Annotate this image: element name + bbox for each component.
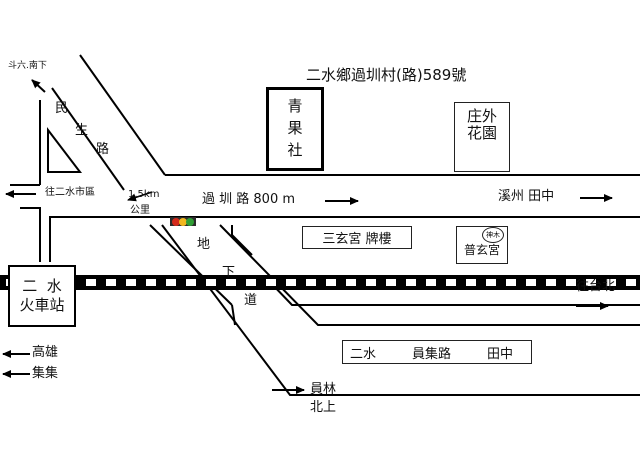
- railway-tie: [126, 279, 136, 286]
- railway-tie: [506, 279, 516, 286]
- underpass-char-2: 下: [222, 265, 236, 280]
- railway-tie: [526, 279, 536, 286]
- railway-tie: [246, 279, 256, 286]
- railway-tie: [446, 279, 456, 286]
- railway-tie: [206, 279, 216, 286]
- railway-tie: [346, 279, 356, 286]
- underpass-char-1: 地: [197, 237, 211, 252]
- shop-name: 青果社: [287, 97, 303, 159]
- railway-track: [0, 275, 640, 290]
- railway-tie: [86, 279, 96, 286]
- underpass-road-edge-4: [231, 225, 253, 256]
- label-kaohsiung: 高雄: [32, 345, 59, 360]
- label-jiji: 集集: [32, 366, 59, 381]
- station-line-1: 二 水: [22, 277, 62, 296]
- temple-gate-label: 三玄宮 牌樓: [322, 232, 392, 247]
- yuanji-left-label: 二水: [350, 346, 377, 362]
- railway-tie: [606, 279, 616, 286]
- guozhen-road-label: 過 圳 路 800 m: [202, 192, 296, 207]
- railway-tie: [586, 279, 596, 286]
- railway-tie: [386, 279, 396, 286]
- distance-value: 1.5km: [128, 189, 160, 200]
- minsheng-char-3: 路: [96, 142, 110, 157]
- yuanji-right-label: 田中: [487, 346, 514, 362]
- station-box: 二 水 火車站: [8, 265, 76, 327]
- railway-tie: [486, 279, 496, 286]
- railway-tie: [366, 279, 376, 286]
- traffic-island: [47, 127, 83, 173]
- garden-name: 庄外花園: [466, 107, 497, 142]
- temple-badge: 神木: [482, 227, 504, 243]
- railway-tie: [106, 279, 116, 286]
- railway-tie: [406, 279, 416, 286]
- temple-name: 普玄宮: [463, 243, 500, 257]
- arrow-distance: [127, 191, 153, 202]
- left-road-lower-edge: [20, 207, 41, 262]
- railway-tie: [426, 279, 436, 286]
- traffic-signal-icon: [170, 217, 196, 226]
- temple-badge-label: 神木: [486, 231, 500, 239]
- yuanji-road-label: 員集路: [412, 346, 452, 362]
- yuanji-road-box: 二水 員集路 田中: [342, 340, 532, 364]
- minsheng-char-2: 生: [75, 123, 89, 138]
- underpass-road-edge-3: [219, 224, 640, 326]
- railway-tie: [186, 279, 196, 286]
- minsheng-road-edge-inner: [51, 87, 125, 191]
- temple-gate-box: 三玄宮 牌樓: [302, 226, 412, 249]
- label-to-taipei: 往台北: [576, 279, 616, 294]
- railway-tie: [466, 279, 476, 286]
- railway-tie: [226, 279, 236, 286]
- arrow-top-left: [31, 79, 46, 93]
- railway-tie: [326, 279, 336, 286]
- label-xizhou-tianzhong: 溪州 田中: [498, 189, 555, 204]
- underpass-char-3: 道: [244, 293, 258, 308]
- label-northbound: 北上: [310, 400, 337, 415]
- shop-address: 二水鄉過圳村(路)589號: [306, 66, 467, 84]
- shop-qingguoshe-box: 青果社: [266, 87, 324, 171]
- railway-tie: [566, 279, 576, 286]
- minsheng-road-edge-outer: [79, 54, 166, 176]
- railway-tie: [166, 279, 176, 286]
- label-douliu-south: 斗六.南下: [8, 61, 47, 71]
- garden-box: 庄外花園: [454, 102, 510, 172]
- railway-tie: [266, 279, 276, 286]
- distance-unit: 公里: [130, 205, 150, 216]
- railway-tie: [286, 279, 296, 286]
- railway-tie: [626, 279, 636, 286]
- railway-tie: [146, 279, 156, 286]
- guozhen-road-bottom-edge: [49, 216, 640, 222]
- station-line-2: 火車站: [19, 296, 65, 314]
- label-yuanlin: 員林: [310, 382, 337, 397]
- minsheng-char-1: 民: [55, 101, 69, 116]
- railway-tie: [546, 279, 556, 286]
- railway-tie: [306, 279, 316, 286]
- label-to-city: 往二水市區: [45, 187, 95, 198]
